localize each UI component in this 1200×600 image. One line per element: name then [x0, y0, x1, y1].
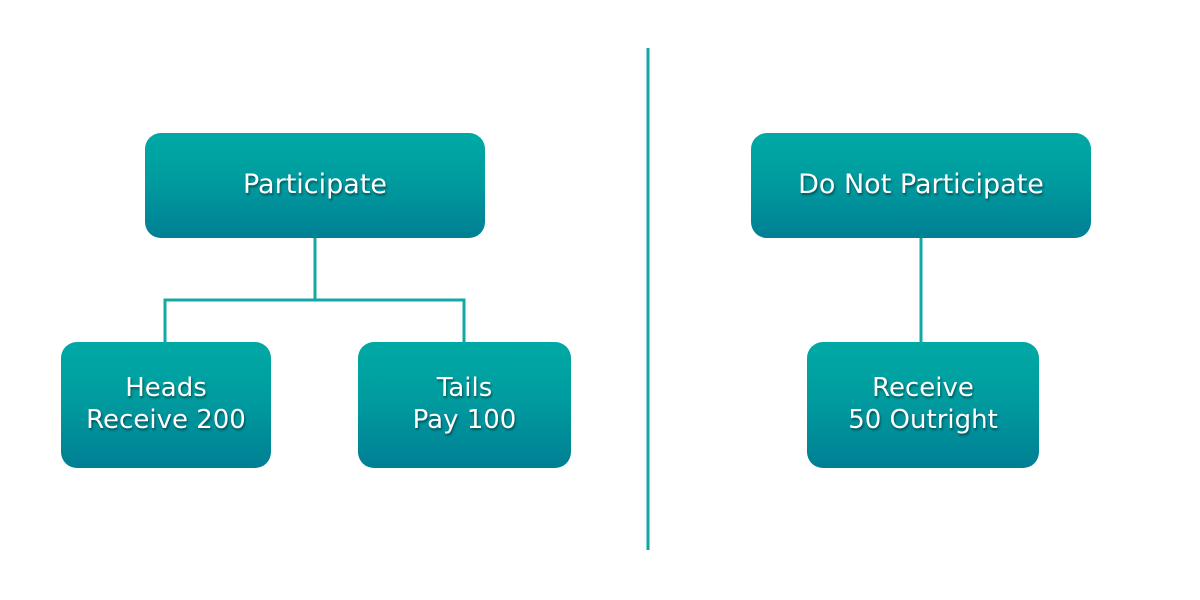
outright-label-line2: 50 Outright — [848, 405, 998, 435]
receive-outright-node: Receive 50 Outright — [807, 342, 1039, 468]
outright-label-line1: Receive — [872, 373, 974, 404]
heads-node: Heads Receive 200 — [61, 342, 271, 468]
do-not-participate-label: Do Not Participate — [798, 169, 1044, 201]
participate-node: Participate — [145, 133, 485, 238]
do-not-participate-node: Do Not Participate — [751, 133, 1091, 238]
tails-label-line2: Pay 100 — [412, 405, 517, 435]
tails-label-line1: Tails — [436, 373, 493, 404]
heads-label-line1: Heads — [125, 373, 207, 404]
heads-label-line2: Receive 200 — [86, 405, 246, 435]
participate-label: Participate — [242, 169, 388, 201]
tails-node: Tails Pay 100 — [358, 342, 571, 468]
